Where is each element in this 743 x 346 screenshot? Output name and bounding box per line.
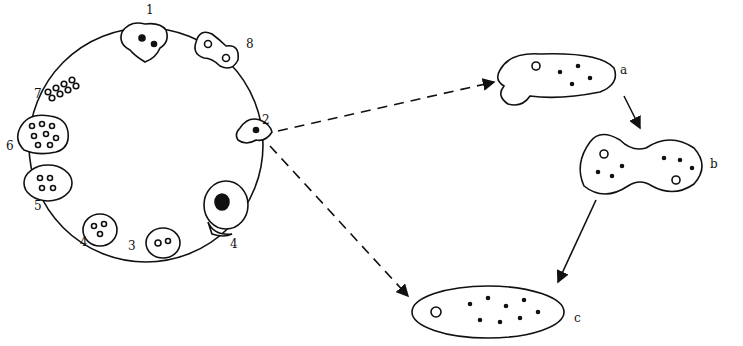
callout-label: 4 — [230, 238, 238, 250]
stage-cell — [121, 23, 167, 62]
callout-label: c — [574, 312, 581, 324]
callout-label: 3 — [128, 240, 136, 252]
callout-label: 4 — [80, 236, 88, 248]
callout-label: 1 — [146, 4, 154, 16]
callout-label: 6 — [6, 140, 14, 152]
callout-label: b — [710, 158, 718, 170]
callout-label: 7 — [34, 88, 42, 100]
callout-label: 8 — [246, 38, 254, 50]
callout-label: a — [620, 64, 627, 76]
callout-label: 5 — [34, 200, 42, 212]
callout-label: 2 — [262, 114, 270, 126]
